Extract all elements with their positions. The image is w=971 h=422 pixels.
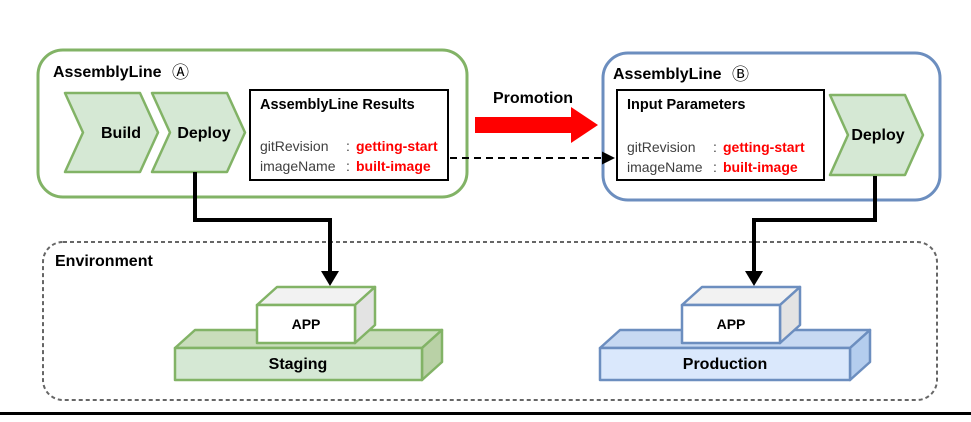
production-slab-front-face [598,346,852,382]
results-box [249,89,449,181]
params-key-imagename: imageName [627,159,703,175]
production-platform-label: Production [683,356,767,373]
assemblyline-a-badge-icon: Ⓐ [172,63,189,82]
params-value-imagename: built-image [723,159,798,175]
results-value-imagename: built-image [356,158,431,174]
production-app-label: APP [717,316,746,332]
staging-platform-label: Staging [269,356,328,373]
deploy-a-stage-label: Deploy [177,125,230,142]
parameter-flow [450,151,615,165]
staging-app-front-face [255,303,357,345]
deploy-a-stage-shape [150,91,247,174]
assemblyline-b-section: AssemblyLine Ⓑ Input Parameters gitRevis… [601,51,942,202]
assemblyline-b-badge-icon: Ⓑ [732,65,749,84]
results-colon-2: : [346,158,350,174]
deploy-a-arrowhead-icon [321,271,339,286]
promotion-arrow-icon [475,107,598,143]
staging-platform: APP Staging [173,285,444,382]
promotion-label: Promotion [493,90,573,107]
assemblyline-b-title: AssemblyLine Ⓑ [613,65,749,84]
deploy-b-stage-label: Deploy [851,127,904,144]
promotion-flow: Promotion [475,90,598,143]
assemblyline-a-title: AssemblyLine Ⓐ [53,63,189,82]
deploy-b-to-production-connector [745,176,877,286]
params-colon-1: : [713,139,717,155]
assemblyline-a-section: AssemblyLine Ⓐ Build Deploy AssemblyLine… [36,48,469,199]
staging-slab-front-face [173,346,424,382]
production-platform: APP Production [598,285,872,382]
params-row-gitrevision: gitRevision : getting-start [627,139,805,155]
environment-label: Environment [55,253,153,270]
deploy-b-stage-shape [828,93,925,177]
params-key-gitrevision: gitRevision [627,139,695,155]
build-stage-label: Build [101,125,141,142]
params-row-imagename: imageName : built-image [627,159,798,175]
params-value-gitrevision: getting-start [723,139,805,155]
input-parameters-box [616,89,825,181]
results-colon-1: : [346,138,350,154]
input-parameters-title: Input Parameters [627,97,745,113]
bottom-border-line [0,412,971,415]
results-row-imagename: imageName : built-image [260,158,431,174]
params-colon-2: : [713,159,717,175]
build-stage-shape [63,91,160,174]
results-key-imagename: imageName [260,158,336,174]
staging-app-label: APP [292,316,321,332]
results-value-gitrevision: getting-start [356,138,438,154]
deploy-a-to-staging-connector [193,172,339,286]
deploy-a-connector-line [193,172,332,272]
results-row-gitrevision: gitRevision : getting-start [260,138,438,154]
production-app-front-face [680,303,782,345]
deploy-b-connector-line [752,176,877,272]
results-box-title: AssemblyLine Results [260,97,415,113]
results-key-gitrevision: gitRevision [260,138,328,154]
deploy-b-arrowhead-icon [745,271,763,286]
parameter-flow-arrowhead-icon [602,151,615,165]
